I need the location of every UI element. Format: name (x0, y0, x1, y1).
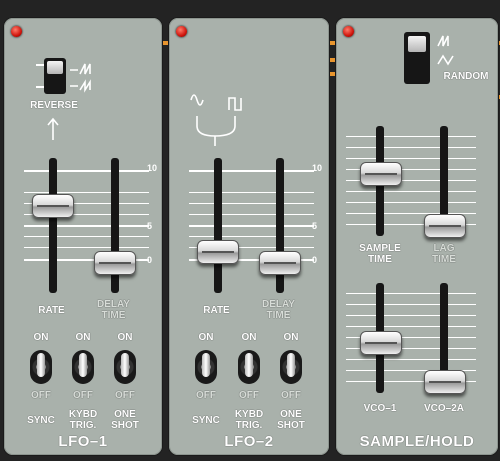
vco2a-slider[interactable] (424, 370, 466, 394)
one-shot-toggle[interactable] (280, 350, 302, 384)
switch-on-label: ON (283, 332, 299, 343)
trig-label: TRIG. (235, 420, 263, 431)
delay-time-label: TIME (266, 310, 291, 321)
lag-time-slider[interactable] (424, 214, 466, 238)
lag-time-label: TIME (432, 254, 456, 265)
switch-off-label: OFF (239, 390, 259, 401)
lfo1-rate-track (49, 158, 57, 293)
triangle-wave-icon (190, 94, 204, 106)
lfo2-panel: 10 5 0 RATE DELAY TIME ON OFF SYNC ON OF… (169, 18, 329, 455)
delay-time-label: TIME (101, 310, 126, 321)
lfo2-title: LFO–2 (224, 433, 274, 450)
vco2a-label: VCO–2A (423, 403, 464, 414)
delay-label: DELAY (97, 299, 130, 310)
lfo2-delay-track (276, 158, 284, 293)
vco2a-track (440, 283, 448, 393)
saw-down-icon (437, 35, 449, 47)
sync-label: SYNC (27, 415, 55, 426)
reverse-label: REVERSE (30, 100, 78, 111)
rate-label: RATE (38, 305, 65, 316)
lfo2-delay-slider[interactable] (259, 251, 301, 275)
sh-wave-icons (437, 35, 454, 66)
sample-time-slider[interactable] (360, 162, 402, 186)
lfo2-rate-track (214, 158, 222, 293)
saw-up-icon (70, 79, 91, 93)
switch-on-label: ON (33, 332, 49, 343)
waveform-icons (70, 63, 91, 93)
arrow-up-icon (47, 117, 59, 140)
switch-off-label: OFF (31, 390, 51, 401)
sample-label: SAMPLE (359, 243, 401, 254)
kybd-trig-toggle[interactable] (238, 350, 260, 384)
lfo1-led (11, 26, 22, 37)
scale-tick (36, 86, 44, 88)
sample-hold-panel: RANDOM SAMPLE TIME LAG TIME VCO–1 VCO–2A… (336, 18, 498, 455)
lag-label: LAG (433, 243, 455, 254)
sh-title: SAMPLE/HOLD (359, 433, 475, 450)
one-label: ONE (114, 409, 136, 420)
scale-0: 0 (312, 255, 318, 265)
kybd-label: KYBD (234, 409, 264, 420)
kybd-trig-toggle[interactable] (72, 350, 94, 384)
lfo2-led (176, 26, 187, 37)
sh-led (343, 26, 354, 37)
lfo1-delay-slider[interactable] (94, 251, 136, 275)
scale-10: 10 (147, 163, 158, 173)
switch-off-label: OFF (73, 390, 93, 401)
switch-on-label: ON (75, 332, 91, 343)
scale-tick (36, 64, 44, 66)
lfo2-rate-slider[interactable] (197, 240, 239, 264)
scale-10: 10 (312, 163, 323, 173)
scale-0: 0 (147, 255, 153, 265)
sync-toggle[interactable] (30, 350, 52, 384)
shot-label: SHOT (277, 420, 305, 431)
switch-on-label: ON (198, 332, 214, 343)
lfo1-rate-slider[interactable] (32, 194, 74, 218)
sample-time-label: TIME (368, 254, 392, 265)
one-label: ONE (280, 409, 302, 420)
scale-5: 5 (312, 221, 318, 231)
square-wave-icon (228, 97, 242, 111)
random-label: RANDOM (443, 71, 489, 82)
switch-off-label: OFF (196, 390, 216, 401)
switch-off-label: OFF (281, 390, 301, 401)
saw-down-icon (70, 63, 91, 75)
sh-source-selector[interactable] (404, 32, 430, 84)
switch-on-label: ON (117, 332, 133, 343)
kybd-label: KYBD (68, 409, 98, 420)
delay-label: DELAY (262, 299, 295, 310)
lfo1-title: LFO–1 (58, 433, 108, 450)
switch-off-label: OFF (115, 390, 135, 401)
switch-on-label: ON (241, 332, 257, 343)
rate-label: RATE (203, 305, 230, 316)
one-shot-toggle[interactable] (114, 350, 136, 384)
triangle-icon (437, 54, 454, 66)
shot-label: SHOT (111, 420, 139, 431)
vco1-slider[interactable] (360, 331, 402, 355)
waveform-merge-icon (190, 94, 242, 146)
lag-time-track (440, 126, 448, 236)
lfo1-reverse-switch[interactable] (44, 58, 66, 94)
scale-5: 5 (147, 221, 153, 231)
sync-toggle[interactable] (195, 350, 217, 384)
trig-label: TRIG. (69, 420, 97, 431)
vco1-label: VCO–1 (363, 403, 397, 414)
sync-label: SYNC (192, 415, 220, 426)
lfo1-delay-track (111, 158, 119, 293)
lfo1-panel: REVERSE 10 5 0 RATE DELAY TIME ON OFF SY… (4, 18, 162, 455)
